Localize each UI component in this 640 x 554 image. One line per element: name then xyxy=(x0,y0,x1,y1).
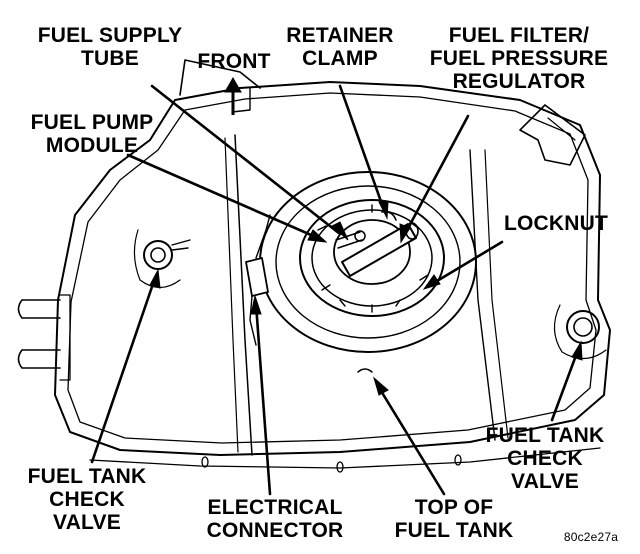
label-electrical-connector: ELECTRICAL CONNECTOR xyxy=(206,496,344,542)
check-valve-left xyxy=(143,240,173,270)
leader-retainer-clamp xyxy=(338,84,389,220)
label-top-of-fuel-tank: TOP OF FUEL TANK xyxy=(394,496,514,542)
label-locknut: LOCKNUT xyxy=(503,212,609,235)
leader-fuel-filter xyxy=(399,114,470,244)
label-fuel-supply-tube: FUEL SUPPLY TUBE xyxy=(37,24,183,70)
leader-check-valve-right xyxy=(550,340,583,422)
figure-id: 80c2e27a xyxy=(563,530,619,544)
label-fuel-pump-module: FUEL PUMP MODULE xyxy=(30,111,154,157)
label-retainer-clamp: RETAINER CLAMP xyxy=(286,24,394,70)
leader-electrical-connector xyxy=(250,294,272,496)
label-fuel-filter-regulator: FUEL FILTER/ FUEL PRESSURE REGULATOR xyxy=(429,24,609,93)
leader-check-valve-left xyxy=(90,268,161,464)
front-arrow xyxy=(224,76,242,115)
label-check-valve-left: FUEL TANK CHECK VALVE xyxy=(27,465,147,534)
leader-top-of-tank xyxy=(373,376,446,496)
tank-outline xyxy=(54,81,611,456)
label-check-valve-right: FUEL TANK CHECK VALVE xyxy=(485,424,605,493)
check-valve-right xyxy=(566,310,600,344)
tank-rim xyxy=(67,92,597,444)
leader-locknut xyxy=(422,240,504,290)
label-front: FRONT xyxy=(197,50,271,73)
leader-fuel-pump-module xyxy=(126,153,328,243)
locknut-ring xyxy=(299,199,445,317)
leader-fuel-supply-tube xyxy=(150,84,349,241)
electrical-connector-shape xyxy=(245,257,269,297)
